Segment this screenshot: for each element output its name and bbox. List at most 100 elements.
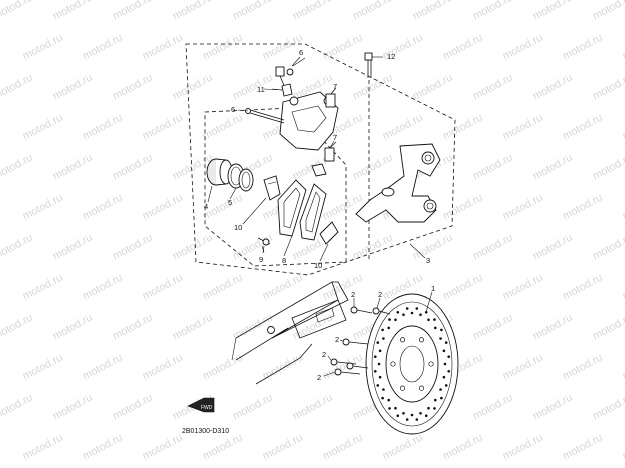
- swing-arm: [231, 281, 349, 385]
- watermark-text: motod.ru: [621, 272, 625, 303]
- drill-hole: [439, 388, 442, 391]
- watermark-text: motod.ru: [111, 312, 155, 343]
- drill-hole: [381, 328, 384, 332]
- watermark-text: motod.ru: [291, 0, 335, 23]
- callout-8: 8: [282, 256, 286, 265]
- brake-pad-8-right: [299, 183, 327, 241]
- watermark-text: motod.ru: [501, 32, 545, 63]
- watermark-text: motod.ru: [231, 0, 275, 23]
- drill-hole: [376, 384, 380, 387]
- watermark-text: motod.ru: [231, 392, 275, 423]
- watermark-text: motod.ru: [201, 272, 245, 303]
- disc-bolt-2-f: [346, 362, 369, 370]
- watermark-text: motod.ru: [561, 32, 605, 63]
- drill-hole: [382, 337, 385, 340]
- drill-hole: [410, 311, 414, 315]
- callout-labels: 6 12 11 6 7 7 4 5 10 9 8 10 3 1 2 2 2 2 …: [204, 48, 435, 382]
- drill-hole: [388, 407, 391, 410]
- watermark-text: motod.ru: [381, 112, 425, 143]
- drill-hole: [439, 337, 442, 340]
- drill-hole: [440, 396, 443, 400]
- drill-hole: [402, 313, 405, 317]
- caliper-bracket-3: [355, 143, 441, 223]
- drill-hole: [447, 370, 451, 373]
- bolt-6-long: [245, 108, 285, 124]
- watermark-text: motod.ru: [531, 312, 575, 343]
- watermark-text: motod.ru: [321, 32, 365, 63]
- callout-2-a: 2: [351, 290, 355, 299]
- callout-2-d: 2: [322, 350, 326, 359]
- drill-hole: [443, 362, 447, 366]
- watermark-text: motod.ru: [471, 72, 515, 103]
- watermark-text: motod.ru: [411, 232, 455, 263]
- disc-bolt-2-d: [330, 358, 357, 366]
- disc-drill-holes: [374, 307, 451, 421]
- callout-3: 3: [426, 256, 430, 265]
- drill-hole: [410, 413, 414, 417]
- watermark-text: motod.ru: [0, 0, 35, 23]
- watermark-text: motod.ru: [81, 112, 125, 143]
- watermark-text: motod.ru: [201, 432, 245, 463]
- callout-12: 12: [387, 52, 395, 61]
- watermark-text: motod.ru: [0, 152, 35, 183]
- drill-hole: [419, 412, 422, 415]
- bleed-screw-6-upper: [275, 57, 306, 91]
- watermark-text: motod.ru: [51, 232, 95, 263]
- drill-hole: [396, 311, 400, 314]
- watermark-text: motod.ru: [111, 392, 155, 423]
- callout-2-c: 2: [335, 335, 339, 344]
- drill-hole: [396, 414, 400, 418]
- watermark-text: motod.ru: [501, 432, 545, 463]
- drill-hole: [444, 341, 448, 344]
- drill-hole: [387, 326, 391, 330]
- caliper-body: [279, 91, 339, 151]
- watermark-text: motod.ru: [111, 232, 155, 263]
- drill-hole: [394, 406, 397, 410]
- callout-9: 9: [259, 255, 263, 264]
- watermark-text: motod.ru: [81, 272, 125, 303]
- drill-hole: [444, 384, 448, 387]
- pad-spring-10-right: [319, 221, 339, 245]
- bolt-7-lower: [324, 141, 337, 162]
- watermark-text: motod.ru: [21, 352, 65, 383]
- watermark-text: motod.ru: [471, 392, 515, 423]
- leader-lines: [207, 56, 433, 377]
- watermark-text: motod.ru: [231, 72, 275, 103]
- drill-hole: [424, 414, 428, 418]
- disc-bolt-2-b: [372, 307, 391, 315]
- drill-hole: [374, 355, 377, 359]
- watermark-text: motod.ru: [441, 192, 485, 223]
- watermark-text: motod.ru: [141, 352, 185, 383]
- watermark-text: motod.ru: [471, 0, 515, 23]
- drill-hole: [374, 370, 377, 373]
- drill-hole: [405, 307, 409, 310]
- drill-hole: [382, 388, 385, 391]
- drill-hole: [387, 398, 391, 402]
- watermark-text: motod.ru: [81, 32, 125, 63]
- watermark-text: motod.ru: [51, 152, 95, 183]
- watermark-text: motod.ru: [231, 312, 275, 343]
- watermark-text: motod.ru: [21, 32, 65, 63]
- watermark-text: motod.ru: [261, 432, 305, 463]
- watermark-text: motod.ru: [321, 192, 365, 223]
- watermark-text: motod.ru: [621, 112, 625, 143]
- disc-bolt-2-a: [350, 306, 373, 314]
- fwd-label: FWD: [201, 405, 213, 411]
- disc-bolt-2-e: [334, 368, 361, 376]
- drill-hole: [381, 396, 384, 400]
- callout-11: 11: [257, 85, 265, 94]
- watermark-text: motod.ru: [21, 272, 65, 303]
- watermark-text: motod.ru: [21, 432, 65, 463]
- drill-hole: [376, 341, 380, 344]
- watermark-text: motod.ru: [471, 152, 515, 183]
- callout-6-top: 6: [299, 48, 303, 57]
- callout-10-right: 10: [314, 261, 322, 270]
- caliper-assembly-outline: [185, 43, 456, 276]
- drill-hole: [433, 407, 436, 410]
- watermark-text: motod.ru: [531, 152, 575, 183]
- callout-7-upper: 7: [333, 82, 337, 91]
- bolt-hole: [399, 385, 406, 391]
- watermark-text: motod.ru: [351, 72, 395, 103]
